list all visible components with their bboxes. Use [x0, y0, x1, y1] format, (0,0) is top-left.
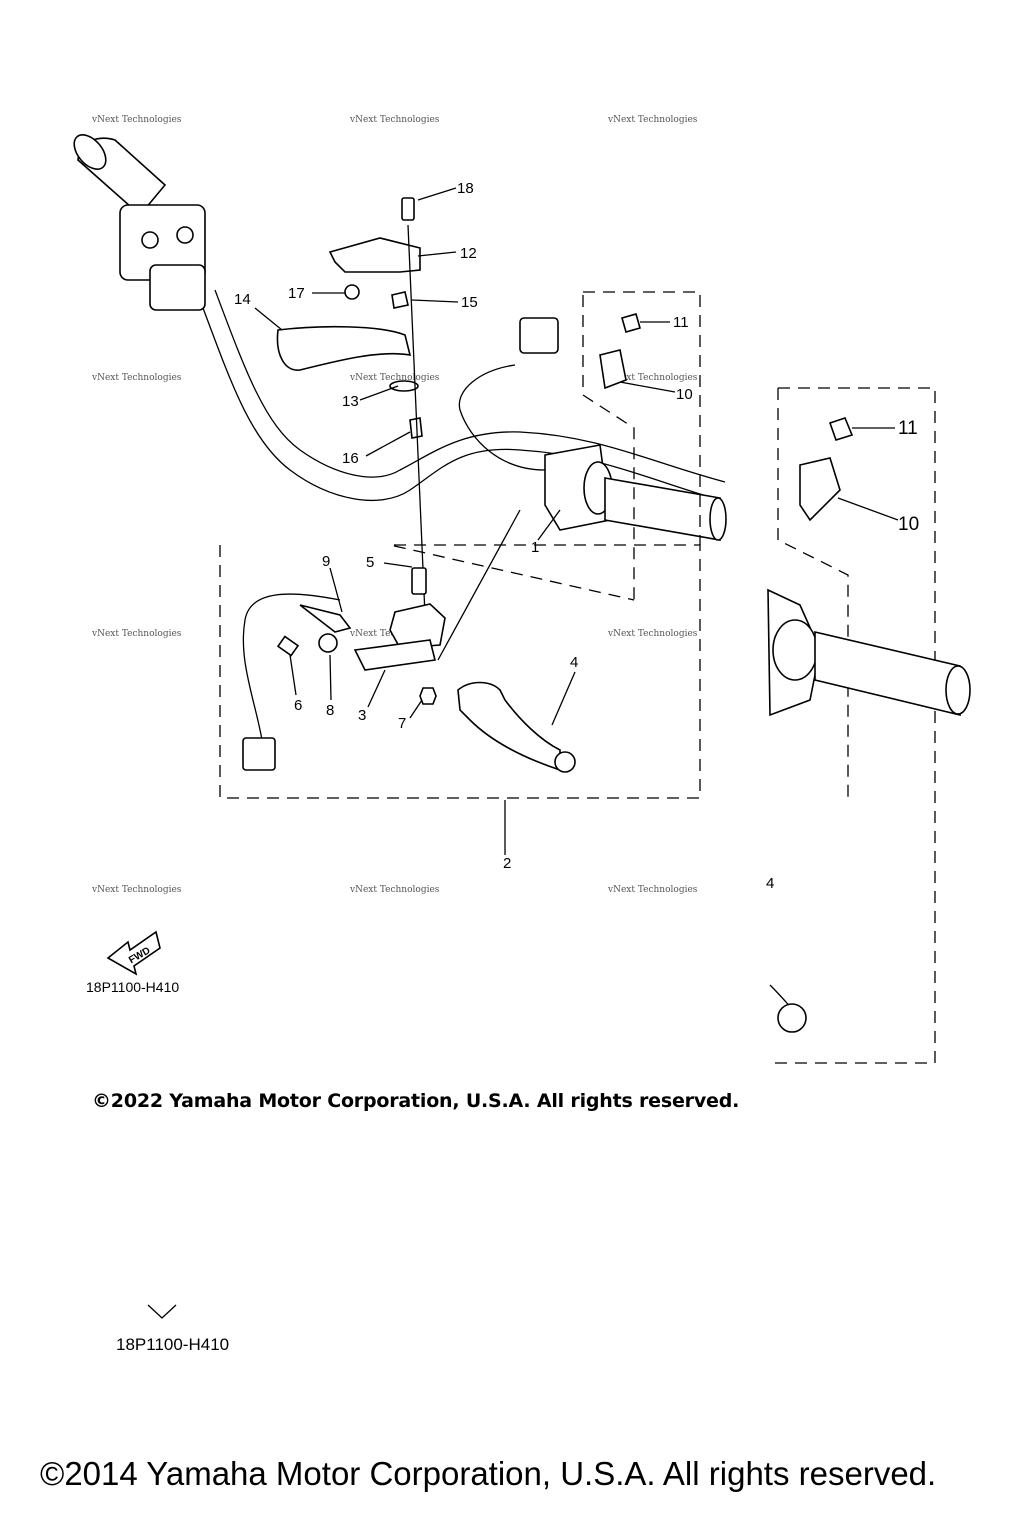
part-label-8: 8 [326, 702, 334, 719]
watermark: vNext Technologies [91, 373, 182, 383]
part-label-17: 17 [288, 285, 305, 302]
inset-label-10: 10 [898, 514, 919, 535]
diagram-code-lower: 18P1100-H410 [116, 1335, 230, 1354]
diagram-code: 18P1100-H410 [86, 979, 180, 995]
watermark: vNext Technologies [91, 115, 182, 125]
part-label-2: 2 [503, 855, 511, 872]
inset-label-4: 4 [766, 875, 774, 892]
copyright-2022: ©2022 Yamaha Motor Corporation, U.S.A. A… [92, 1090, 740, 1112]
part-label-14: 14 [234, 291, 251, 308]
part-label-7: 7 [398, 715, 406, 732]
part-label-4: 4 [570, 654, 578, 671]
watermark: vNext Technologies [91, 629, 182, 639]
part-label-1: 1 [531, 539, 539, 556]
upper-inset-clamp [599, 313, 641, 390]
part-label-13: 13 [342, 393, 359, 410]
watermark: vNext Technologies [349, 115, 440, 125]
copyright-2014: ©2014 Yamaha Motor Corporation, U.S.A. A… [40, 1455, 937, 1492]
part-label-5: 5 [366, 554, 374, 571]
right-switch-assembly [437, 317, 727, 661]
leader-lines [254, 187, 899, 855]
watermark: vNext Technologies [607, 115, 698, 125]
part-label-18: 18 [457, 180, 474, 197]
part-label-16: 16 [342, 450, 359, 467]
inset-right-switch [767, 417, 971, 1033]
arrow-fragment-icon [147, 1304, 177, 1319]
part-label-6: 6 [294, 697, 302, 714]
part-label-9: 9 [322, 553, 330, 570]
watermark: vNext Technologies [349, 885, 440, 895]
watermark: vNext Technologies [349, 373, 440, 383]
watermark: vNext Technologies [607, 373, 698, 383]
left-grip-assembly [73, 134, 206, 311]
watermark: vNext Technologies [607, 885, 698, 895]
fwd-arrow-icon: FWD [106, 930, 161, 976]
part-label-12: 12 [460, 245, 477, 262]
watermark: vNext Technologies [91, 885, 182, 895]
lever-subassembly [242, 567, 576, 773]
part-label-10: 10 [676, 386, 693, 403]
watermark: vNext Technologies [607, 629, 698, 639]
brake-lever-upper [276, 197, 426, 616]
part-labels: 1 2 3 4 5 6 7 8 9 10 11 12 13 14 15 16 1… [234, 180, 919, 892]
inset-label-11: 11 [898, 418, 918, 439]
part-label-11: 11 [673, 314, 689, 331]
part-label-15: 15 [461, 294, 478, 311]
dashed-group-boxes [219, 291, 936, 1064]
part-label-3: 3 [358, 707, 366, 724]
